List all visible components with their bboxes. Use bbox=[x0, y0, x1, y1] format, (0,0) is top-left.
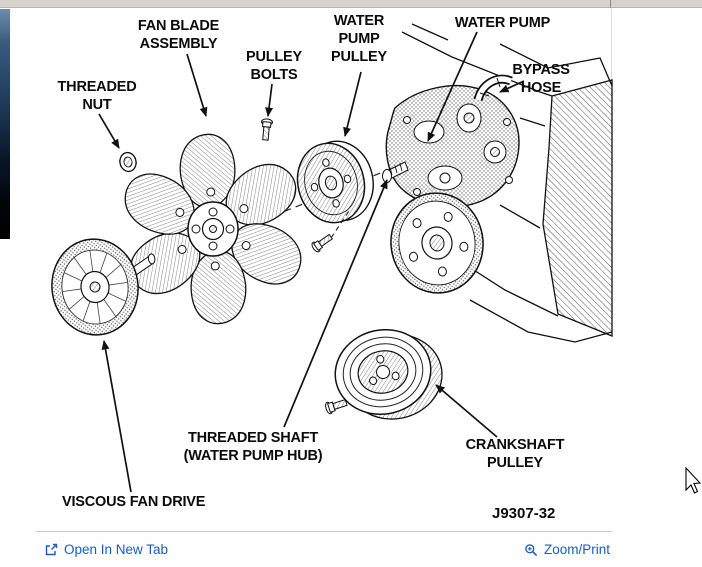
label-pulley-bolts: PULLEY BOLTS bbox=[246, 49, 302, 83]
arrow-water-pump bbox=[427, 31, 478, 142]
arrow-threaded-nut bbox=[98, 113, 120, 149]
label-fan-blade-assembly: FAN BLADE ASSEMBLY bbox=[137, 18, 220, 52]
label-viscous-fan-drive: VISCOUS FAN DRIVE bbox=[62, 494, 206, 510]
arrow-threaded-shaft bbox=[283, 179, 388, 428]
label-threaded-nut: THREADED NUT bbox=[57, 79, 137, 113]
crankshaft-pulley-graphic bbox=[334, 328, 443, 420]
arrow-water-pump-pulley bbox=[343, 71, 362, 137]
frame-edge-line bbox=[611, 9, 612, 89]
arrow-bypass-hose bbox=[499, 80, 525, 93]
pulley-bolt2-graphic bbox=[311, 233, 333, 253]
label-water-pump-pulley: WATER PUMP PULLEY bbox=[331, 13, 387, 65]
label-water-pump: WATER PUMP bbox=[454, 15, 551, 31]
viscous-fan-drive-graphic bbox=[51, 238, 156, 336]
zoom-print-label: Zoom/Print bbox=[543, 542, 610, 557]
zoom-print-link[interactable]: Zoom/Print bbox=[524, 542, 610, 557]
background-window-strip bbox=[0, 9, 10, 239]
window-top-bar-divider bbox=[610, 0, 611, 8]
open-in-new-tab-label: Open In New Tab bbox=[64, 542, 169, 557]
arrow-fan-blade-assembly bbox=[186, 53, 208, 117]
magnifier-icon bbox=[524, 543, 538, 557]
bolt-alignment-dashed-line bbox=[330, 207, 352, 239]
window-top-bar bbox=[0, 0, 702, 8]
fan-blade-assembly-graphic bbox=[124, 133, 302, 325]
arrow-viscous-fan-drive bbox=[101, 340, 132, 493]
arrow-crankshaft-pulley bbox=[435, 384, 498, 438]
crankshaft-bolt-graphic bbox=[325, 398, 348, 415]
arrow-pulley-bolts bbox=[265, 83, 274, 117]
parts-diagram bbox=[51, 23, 702, 494]
threaded-nut-graphic bbox=[119, 151, 137, 173]
open-in-new-tab-link[interactable]: Open In New Tab bbox=[44, 542, 168, 557]
viewer-footer: Open In New Tab Zoom/Print bbox=[36, 531, 612, 567]
pump-flange-graphic bbox=[390, 192, 484, 294]
engine-block-graphic bbox=[401, 23, 613, 343]
label-threaded-shaft: THREADED SHAFT (WATER PUMP HUB) bbox=[183, 430, 323, 464]
arrow-cursor-icon bbox=[685, 466, 702, 494]
label-crankshaft-pulley: CRANKSHAFT PULLEY bbox=[465, 437, 565, 471]
open-in-new-icon bbox=[44, 543, 58, 557]
water-pump-pulley-graphic bbox=[296, 140, 374, 224]
leader-arrows bbox=[98, 31, 525, 493]
pulley-bolt-graphic bbox=[261, 118, 273, 141]
water-pump-graphic bbox=[382, 84, 520, 208]
label-bypass-hose: BYPASS HOSE bbox=[512, 62, 570, 96]
figure-number: J9307-32 bbox=[492, 505, 556, 522]
